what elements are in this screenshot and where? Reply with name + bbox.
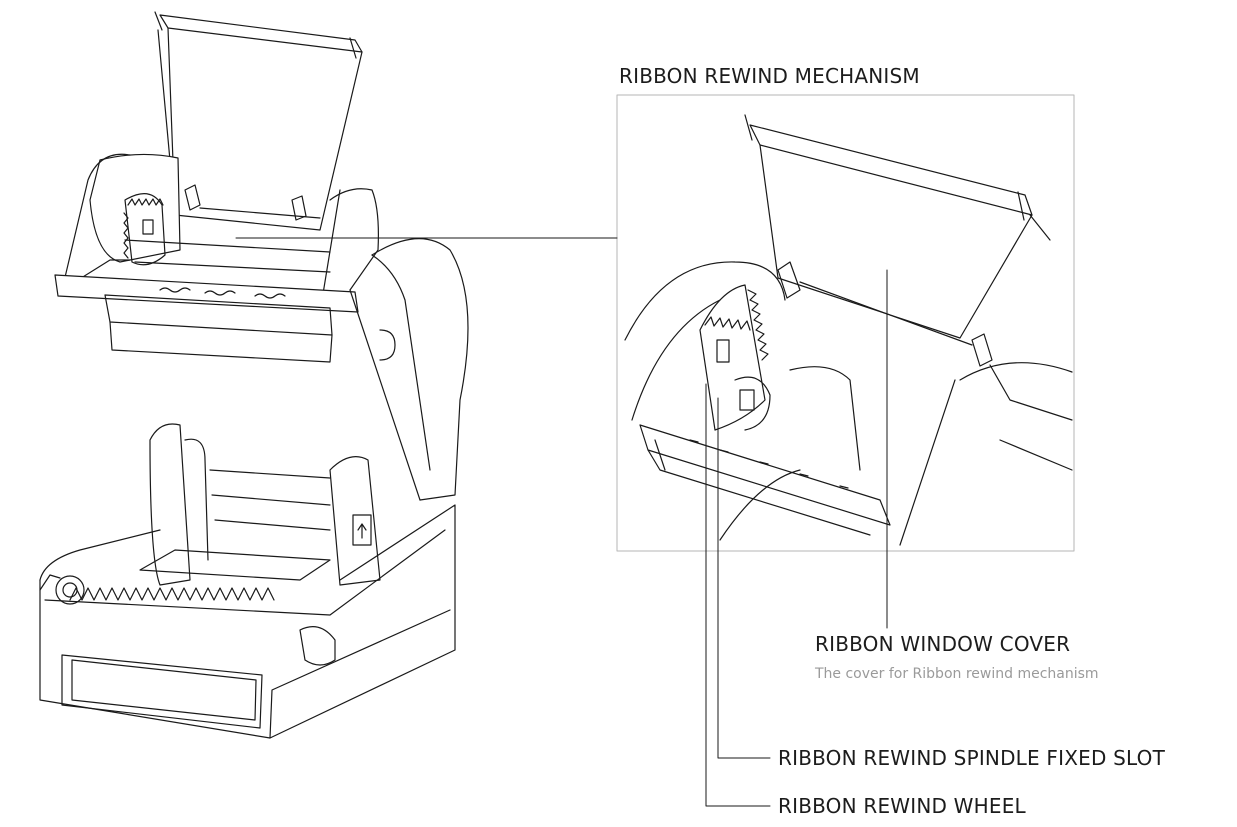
printer-rewind-wheel (123, 193, 166, 266)
callout-spindle-slot-title: RIBBON REWIND SPINDLE FIXED SLOT (778, 746, 1166, 770)
printer-illustration (39, 11, 469, 739)
inset-illustration (624, 114, 1073, 546)
inset-frame (616, 94, 1075, 552)
printer-head-springs (159, 287, 286, 299)
inset-title: RIBBON REWIND MECHANISM (619, 64, 920, 88)
callout-rewind-wheel-title: RIBBON REWIND WHEEL (778, 794, 1026, 818)
leader-spindle-slot (717, 397, 771, 759)
callout-leaders (705, 269, 888, 807)
printer-window-cover (154, 11, 363, 231)
inset-window-cover (744, 114, 1051, 367)
printer-media-holders (149, 423, 381, 586)
callout-window-cover-title: RIBBON WINDOW COVER (815, 632, 1071, 656)
leader-rewind-wheel (705, 383, 771, 807)
printer-upper-housing (54, 153, 379, 363)
inset-rewind-wheel (699, 284, 771, 431)
callout-window-cover-description: The cover for Ribbon rewind mechanism (815, 666, 1099, 682)
printer-top-cover (349, 238, 469, 501)
printer-base (39, 423, 456, 739)
